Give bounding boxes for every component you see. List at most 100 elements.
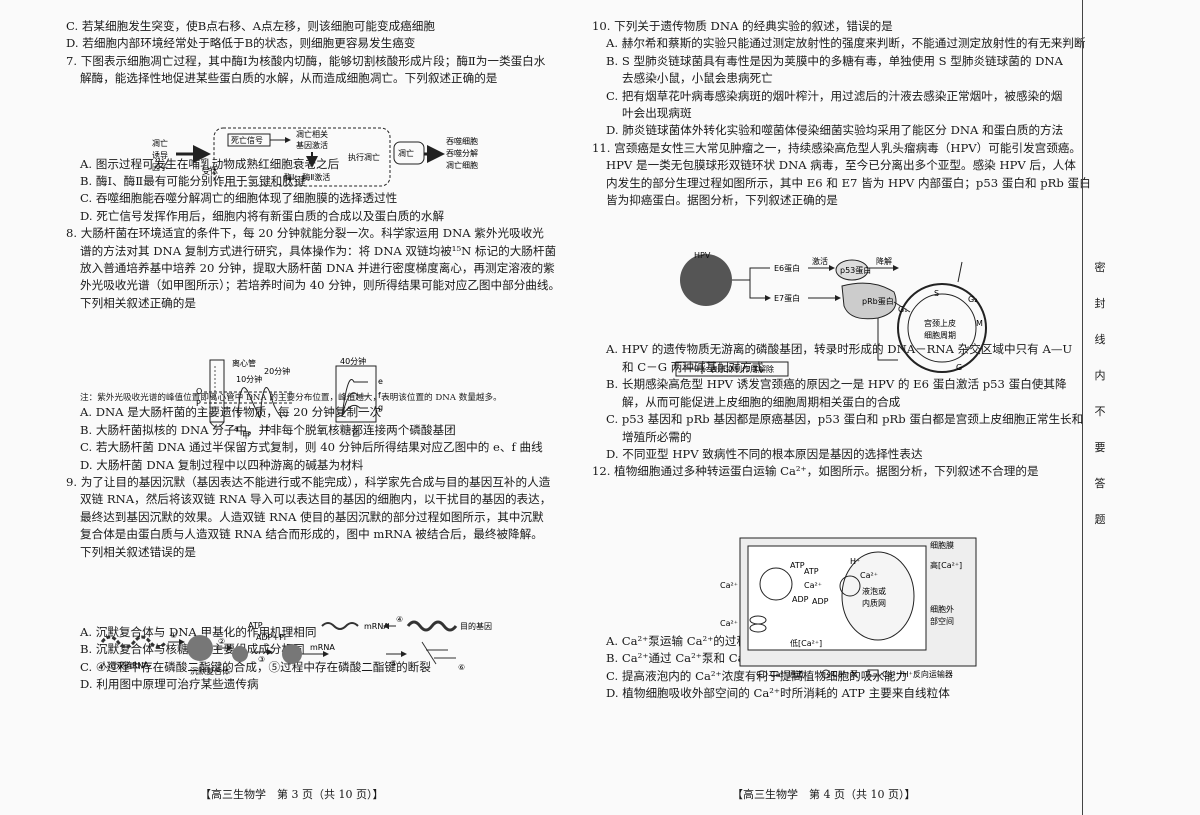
diagram-label: E7蛋白 <box>774 293 800 303</box>
diagram-label: 液泡或 <box>862 586 886 596</box>
diagram-label: ATP <box>248 621 263 630</box>
hpv-cell-cycle-diagram: HPV E6蛋白 E7蛋白 激活 p53蛋白 降解 pRb蛋白 宫颈上皮 细胞周… <box>675 251 987 377</box>
diagram-label: Ca²⁺泵 <box>832 670 858 679</box>
diagram-label: 降解 <box>876 256 892 266</box>
diagram-label: ATP <box>804 567 819 576</box>
option-b: B. 酶Ⅰ、酶Ⅱ最有可能分别作用于氢键和肽键 <box>80 174 306 189</box>
diagram-label: g <box>378 403 383 412</box>
diagram-label: S <box>934 289 939 298</box>
diagram-label: 40分钟 <box>340 356 366 366</box>
diagram-label: Ca²⁺ <box>720 619 738 628</box>
diagram-label: 表示抑制作用解除 <box>710 364 774 374</box>
diagram-label: 酶Ⅰ、酶Ⅱ激活 <box>284 172 330 182</box>
diagram-label: Ca²⁺ <box>720 581 738 590</box>
diagram-label: 死亡信号 <box>231 135 263 145</box>
option-b: 解，从而可能促进上皮细胞的细胞周期相关蛋白的合成 <box>622 394 901 409</box>
question-8-stem: 8. 大肠杆菌在环境适宜的条件下，每 20 分钟就能分裂一次。科学家运用 DNA… <box>66 226 544 241</box>
diagram-label: 高[Ca²⁺] <box>930 560 962 570</box>
option-d: D. 植物细胞吸收外部空间的 Ca²⁺时所消耗的 ATP 主要来自线粒体 <box>606 685 950 700</box>
diagram-label: 凋亡 <box>398 148 414 158</box>
diagram-label: 甲 <box>242 431 250 440</box>
diagram-label: 吞噬分解 <box>446 148 478 158</box>
diagram-label: b <box>266 424 271 433</box>
option-c: C. 吞噬细胞能吞噬分解凋亡的细胞体现了细胞膜的选择透过性 <box>80 191 398 206</box>
question-9-stem: 复合体是由蛋白质与人造双链 RNA 结合而形成的，图中 mRNA 被结合后，最终… <box>80 527 543 542</box>
diagram-label: 低[Ca²⁺] <box>790 638 822 648</box>
diagram-label: 离心管 <box>232 358 256 368</box>
diagram-label: f <box>378 391 381 400</box>
diagram-label: E6蛋白 <box>774 263 800 273</box>
seal-char: 不 <box>1094 405 1106 418</box>
option-c: 叶会出现病斑 <box>622 106 692 121</box>
diagram-label: 细胞周期 <box>924 330 956 340</box>
diagram-label: ATP <box>790 561 805 570</box>
diagram-label: M <box>976 319 983 328</box>
diagram-label: 基因激活 <box>296 140 328 150</box>
diagram-label: 细胞膜 <box>930 540 954 550</box>
option-d: D. 利用图中原理可治疗某些遗传病 <box>80 677 259 692</box>
seal-char: 线 <box>1094 333 1106 346</box>
question-8-stem: 谱的方法对其 DNA 复制方式进行研究，具体操作为：将 DNA 双链均被¹⁵N … <box>80 243 557 258</box>
question-9-stem: 下列相关叙述错误的是 <box>80 544 196 559</box>
option-d: D. 死亡信号发挥作用后，细胞内将有新蛋白质的合成以及蛋白质的水解 <box>80 208 445 223</box>
diagram-label: 吞噬细胞 <box>446 136 478 146</box>
option-a: A. HPV 的遗传物质无游离的磷酸基团，转录时形成的 DNA－RNA 杂交区域… <box>606 342 1073 357</box>
diagram-label: G <box>956 363 962 372</box>
question-11-stem: 内发生的部分生理过程如图所示，其中 E6 和 E7 皆为 HPV 内部蛋白；p5… <box>606 175 1091 190</box>
diagram-label: p53蛋白 <box>840 265 871 275</box>
diagram-label: Ca²⁺ <box>860 571 878 580</box>
diagram-label: ADP <box>792 595 809 604</box>
option-b: B. 大肠杆菌拟核的 DNA 分子中，并非每个脱氧核糖都连接两个磷酸基团 <box>80 422 456 437</box>
option-b: 去感染小鼠，小鼠会患病死亡 <box>622 71 773 86</box>
diagram-label: 10分钟 <box>236 374 262 384</box>
seal-char: 密 <box>1094 261 1106 274</box>
figure-note: 注：紫外光吸收光谱的峰值位置即离心管中 DNA 的主要分布位置，峰值越大，表明该… <box>80 393 502 404</box>
dna-centrifuge-diagram: 离心管 O P 10分钟 20分钟 a b 甲 40分钟 e f g 乙 <box>196 356 383 440</box>
question-7-stem: 7. 下图表示细胞凋亡过程，其中酶Ⅰ为核酸内切酶，能够切割核酸形成片段；酶Ⅱ为一… <box>66 53 546 68</box>
page-footer: 【高三生物学 第 3 页（共 10 页）】 <box>200 788 384 801</box>
question-8-stem: 下列相关叙述正确的是 <box>80 295 196 310</box>
diagram-label: 目的基因 <box>460 621 492 631</box>
seal-char: 封 <box>1094 297 1106 310</box>
diagram-label: 内质网 <box>862 598 886 608</box>
diagram-label: ⑥ <box>458 663 465 672</box>
diagram-label: 诱导 <box>152 150 168 160</box>
option-c: C. p53 基因和 pRb 基因都是原癌基因，p53 蛋白和 pRb 蛋白都是… <box>606 412 1084 427</box>
option-c: 增殖所必需的 <box>622 429 692 444</box>
option-c: C. 提高液泡内的 Ca²⁺浓度有利于提高植物细胞的吸水能力 <box>606 668 908 683</box>
diagram-label: G₁ <box>898 305 907 314</box>
option-a: 和 C－G 两种碱基配对方式 <box>622 359 764 374</box>
diagram-label: G₂ <box>968 295 977 304</box>
question-7-stem: 解酶，能选择性地促进某些蛋白质的水解，从而造成细胞凋亡。下列叙述正确的是 <box>80 71 498 86</box>
option-b: B. S 型肺炎链球菌具有毒性是因为荚膜中的多糖有毒，单独使用 S 型肺炎链球菌… <box>606 53 1063 68</box>
diagram-label: O <box>196 387 202 396</box>
option-d: D. 肺炎链球菌体外转化实验和噬菌体侵染细菌实验均采用了能区分 DNA 和蛋白质… <box>606 123 1064 138</box>
option-a: A. 赫尔希和蔡斯的实验只能通过测定放射性的强度来判断，不能通过测定放射性的有无… <box>606 36 1086 51</box>
diagram-label: ④ <box>396 615 403 624</box>
question-9-stem: 最终达到基因沉默的效果。人造双链 RNA 使目的基因沉默的部分过程如图所示，其中… <box>80 509 544 524</box>
diagram-label: 执行凋亡 <box>348 152 380 162</box>
option-d: D. 大肠杆菌 DNA 复制过程中以四种游离的碱基为材料 <box>80 457 364 472</box>
diagram-label: ② <box>218 637 225 646</box>
diagram-label: ADP+Pi <box>256 633 286 642</box>
seal-char: 要 <box>1094 441 1106 454</box>
diagram-label: ⑤ <box>390 659 397 668</box>
page-footer: 【高三生物学 第 4 页（共 10 页）】 <box>732 788 916 801</box>
binding-line <box>1082 0 1083 815</box>
diagram-label: 激活 <box>812 256 828 266</box>
diagram-label: 凋亡 <box>152 138 168 148</box>
option-b: B. 长期感染高危型 HPV 诱发宫颈癌的原因之一是 HPV 的 E6 蛋白激活… <box>606 377 1067 392</box>
option-text: D. 若细胞内部环境经常处于略低于B的状态，则细胞更容易发生癌变 <box>66 36 416 51</box>
seal-char: 答 <box>1094 477 1106 490</box>
rna-silencing-diagram: 人造双链RNA ① 沉默复合体 ② ATP ADP+Pi ③ mRNA mRNA… <box>100 615 492 676</box>
diagram-label: Ca²⁺/H⁺反向运输器 <box>882 669 953 679</box>
option-text: C. 若某细胞发生突变，使B点右移、A点左移，则该细胞可能变成癌细胞 <box>66 19 435 33</box>
diagram-label: H⁺ <box>850 557 860 566</box>
seal-char: 内 <box>1094 369 1106 382</box>
question-11-stem: 皆为抑癌蛋白。据图分析，下列叙述正确的是 <box>606 193 838 208</box>
diagram-label: 受体 <box>202 166 218 176</box>
option-c: C. ④过程中存在磷酸二酯键的合成，⑤过程中存在磷酸二酯键的断裂 <box>80 659 431 674</box>
diagram-label: 宫颈上皮 <box>924 318 956 328</box>
question-9-stem: 9. 为了让目的基因沉默（基因表达不能进行或不能完成），科学家先合成与目的基因互… <box>66 474 551 489</box>
diagram-label: mRNA <box>364 622 389 631</box>
